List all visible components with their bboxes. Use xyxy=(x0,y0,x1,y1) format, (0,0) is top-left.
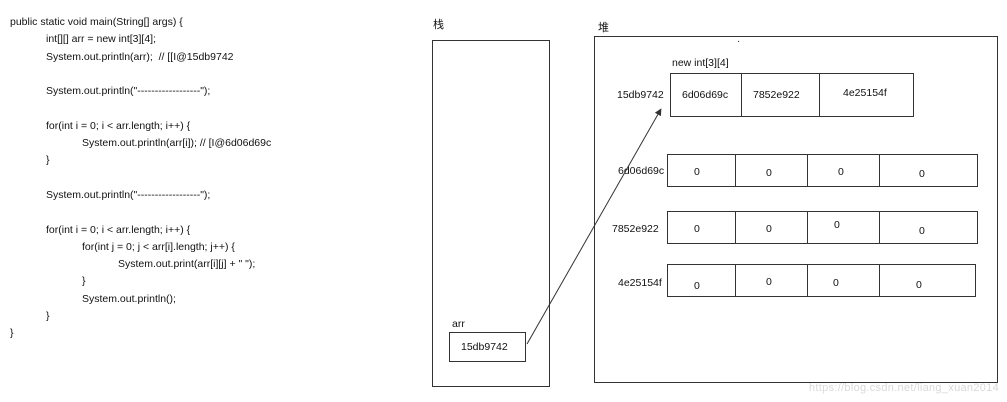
inner-cell: 0 xyxy=(919,225,925,237)
outer-cell-2: 4e25154f xyxy=(843,87,887,99)
code-line: for(int i = 0; i < arr.length; i++) { xyxy=(46,119,191,132)
code-line: System.out.println(arr); // [[I@15db9742 xyxy=(46,50,234,63)
inner-cell: 0 xyxy=(838,166,844,178)
stack-var-label: arr xyxy=(452,318,465,330)
heap-title: 堆 xyxy=(598,22,609,34)
cell-divider xyxy=(741,74,742,116)
inner-cell: 0 xyxy=(694,223,700,235)
outer-array-address: 15db9742 xyxy=(617,89,664,101)
cell-divider xyxy=(807,155,808,186)
inner-cell: 0 xyxy=(766,167,772,179)
code-line: } xyxy=(46,310,50,323)
cell-divider xyxy=(819,74,820,116)
code-listing: public static void main(String[] args) {… xyxy=(10,14,271,343)
code-line: for(int j = 0; j < arr[i].length; j++) { xyxy=(82,240,235,253)
inner-array-address: 4e25154f xyxy=(618,277,662,289)
inner-cell: 0 xyxy=(694,280,700,292)
code-line: } xyxy=(46,154,50,167)
code-line: int[][] arr = new int[3][4]; xyxy=(46,33,157,46)
code-line: System.out.print(arr[i][j] + " "); xyxy=(118,258,256,271)
code-line: public static void main(String[] args) { xyxy=(10,16,183,28)
inner-array-box: 0 0 0 0 xyxy=(667,264,976,297)
cell-divider xyxy=(807,265,808,296)
code-line: System.out.println("------------------")… xyxy=(46,188,211,201)
inner-array-address: 6d06d69c xyxy=(618,165,665,177)
code-line xyxy=(10,66,271,83)
inner-cell: 0 xyxy=(766,276,772,288)
cell-divider xyxy=(735,265,736,296)
heap-dot: · xyxy=(737,36,741,47)
inner-cell: 0 xyxy=(694,166,700,178)
code-line: System.out.println(arr[i]); // [I@6d06d6… xyxy=(82,137,272,150)
cell-divider xyxy=(807,212,808,243)
inner-array-box: 0 0 0 0 xyxy=(667,154,978,187)
code-line: } xyxy=(82,275,86,288)
stack-title: 栈 xyxy=(433,19,444,31)
cell-divider xyxy=(735,212,736,243)
stack-var-box: 15db9742 xyxy=(449,332,526,362)
outer-cell-1: 7852e922 xyxy=(753,89,800,101)
code-line: System.out.println(); xyxy=(82,292,176,305)
inner-cell: 0 xyxy=(919,168,925,180)
code-line xyxy=(10,170,271,187)
cell-divider xyxy=(879,212,880,243)
code-line xyxy=(10,204,271,221)
outer-array-label: new int[3][4] xyxy=(672,57,729,69)
cell-divider xyxy=(879,155,880,186)
cell-divider xyxy=(735,155,736,186)
outer-array-box: 6d06d69c 7852e922 4e25154f xyxy=(670,73,914,117)
code-line xyxy=(10,100,271,117)
outer-cell-0: 6d06d69c xyxy=(682,89,729,101)
inner-cell: 0 xyxy=(834,219,840,231)
inner-cell: 0 xyxy=(916,279,922,291)
watermark: https://blog.csdn.net/liang_xuan2014 xyxy=(809,382,999,394)
inner-cell: 0 xyxy=(833,277,839,289)
code-line: for(int i = 0; i < arr.length; i++) { xyxy=(46,223,191,236)
code-line: } xyxy=(10,327,14,340)
inner-cell: 0 xyxy=(766,223,772,235)
inner-array-box: 0 0 0 0 xyxy=(667,211,978,244)
cell-divider xyxy=(879,265,880,296)
code-line: System.out.println("------------------")… xyxy=(46,85,211,98)
stack-var-value: 15db9742 xyxy=(461,341,508,353)
inner-array-address: 7852e922 xyxy=(612,223,659,235)
